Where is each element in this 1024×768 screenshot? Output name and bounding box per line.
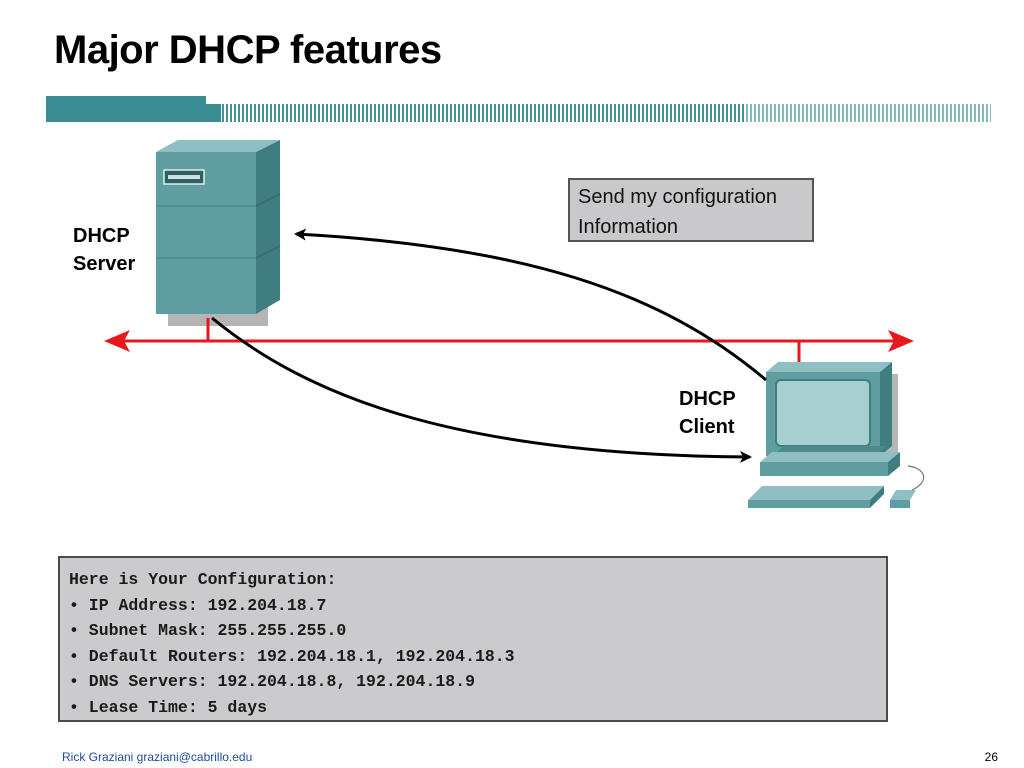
config-dns-servers: • DNS Servers: 192.204.18.8, 192.204.18.…: [69, 672, 475, 691]
request-callout-line2: Information: [578, 216, 679, 238]
config-heading: Here is Your Configuration:: [69, 570, 337, 589]
server-label-line2: Server: [73, 253, 136, 275]
server-label-line1: DHCP: [73, 225, 130, 247]
client-label-line1: DHCP: [679, 388, 736, 410]
page-number: 26: [984, 750, 998, 764]
server-label: DHCP Server: [73, 222, 135, 278]
slide-title: Major DHCP features: [54, 28, 442, 72]
config-lease-time: • Lease Time: 5 days: [69, 697, 268, 717]
client-computer-icon: [748, 362, 925, 508]
request-callout: Send my configuration Information: [568, 178, 814, 242]
response-arrow: [211, 316, 752, 463]
header-banner: [46, 96, 991, 122]
config-default-routers: • Default Routers: 192.204.18.1, 192.204…: [69, 646, 515, 666]
footer-author: Rick Graziani graziani@cabrillo.edu: [62, 750, 253, 764]
request-callout-line1: Send my configuration: [578, 186, 778, 208]
server-icon: [156, 140, 281, 326]
request-arrow: [294, 228, 767, 382]
configuration-box: Here is Your Configuration: • IP Address…: [58, 556, 888, 722]
client-label: DHCP Client: [679, 385, 736, 441]
config-ip-address: • IP Address: 192.204.18.7: [69, 595, 327, 615]
config-subnet-mask: • Subnet Mask: 255.255.255.0: [69, 621, 347, 640]
client-label-line2: Client: [679, 416, 735, 438]
